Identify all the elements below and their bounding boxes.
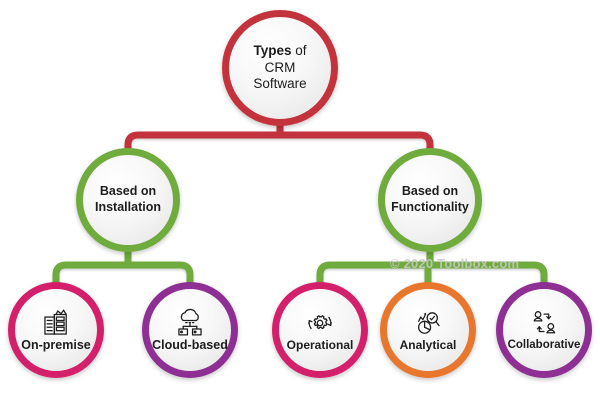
based-on-functionality-label: Based on Functionality	[391, 184, 469, 215]
people-exchange-icon	[533, 311, 556, 334]
node-types-of-crm-software[interactable]: Types of CRM Software	[222, 10, 338, 126]
green-right-connector-group	[316, 248, 548, 292]
analytical-label: Analytical	[399, 337, 457, 352]
root-to-installation-line	[124, 131, 284, 160]
functionality-to-operational-line	[316, 261, 434, 292]
root-label-rest: of	[291, 43, 307, 59]
server-rack-icon	[44, 308, 67, 335]
green-left-connector-group	[52, 248, 194, 292]
cloud-servers-icon	[178, 308, 202, 336]
node-cloud-based[interactable]: Cloud-based	[142, 282, 238, 378]
root-label-line3: Software	[253, 76, 307, 92]
based-on-installation-label: Based on Installation	[95, 184, 161, 215]
node-based-on-installation[interactable]: Based on Installation	[76, 148, 180, 252]
root-label-line2: CRM	[264, 59, 296, 75]
based-on-functionality-line1: Based on	[401, 184, 459, 199]
based-on-installation-line2: Installation	[95, 200, 161, 214]
red-connector-group	[124, 118, 434, 160]
installation-to-cloud-based-line	[124, 261, 194, 292]
operational-label: Operational	[286, 337, 354, 352]
based-on-functionality-line2: Functionality	[391, 200, 469, 214]
chart-magnifier-icon	[418, 312, 440, 334]
root-label: Types of CRM Software	[253, 43, 306, 92]
collaborative-label: Collaborative	[507, 339, 581, 352]
node-collaborative[interactable]: Collaborative	[496, 282, 592, 378]
node-on-premise[interactable]: On-premise	[8, 282, 104, 378]
node-analytical[interactable]: Analytical	[380, 282, 476, 378]
node-operational[interactable]: Operational	[272, 282, 368, 378]
on-premise-label: On-premise	[21, 337, 91, 352]
gear-refresh-icon	[308, 315, 332, 330]
installation-to-on-premise-line	[52, 261, 132, 292]
based-on-installation-line1: Based on	[99, 184, 157, 199]
root-to-functionality-line	[276, 131, 434, 160]
node-based-on-functionality[interactable]: Based on Functionality	[378, 148, 482, 252]
root-label-bold: Types	[253, 43, 292, 59]
cloud-based-label: Cloud-based	[152, 337, 228, 352]
functionality-to-collaborative-line	[426, 261, 548, 292]
